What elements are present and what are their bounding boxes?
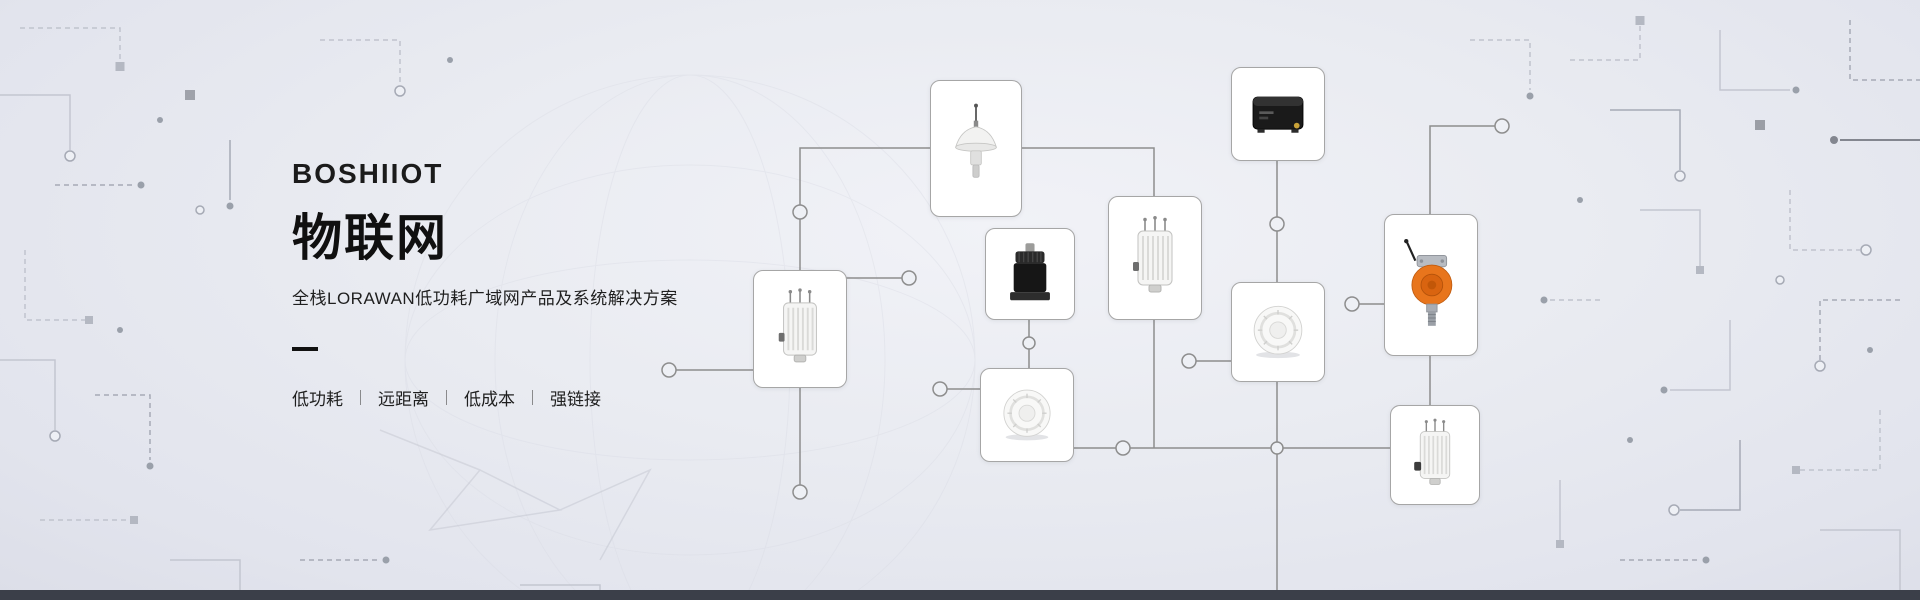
smoke-detector-icon <box>1003 389 1051 441</box>
hero-subtitle: 全栈LORAWAN低功耗广域网产品及系统解决方案 <box>292 289 678 308</box>
mesh-lines <box>379 429 652 561</box>
brand-name: BOSHIIOT <box>292 158 444 189</box>
feature-separator: ｜ <box>353 390 369 407</box>
hero-text-block: BOSHIIOT 物联网 全栈LORAWAN低功耗广域网产品及系统解决方案 低功… <box>292 158 678 410</box>
outdoor-gateway-icon <box>1414 418 1451 485</box>
page-title: 物联网 <box>292 210 448 266</box>
feature-strong-link: 强链接 <box>550 390 602 409</box>
product-card-smoke-right <box>1231 282 1325 382</box>
feature-list: 低功耗 ｜ 远距离 ｜ 低成本 ｜ 强链接 <box>292 385 678 410</box>
feature-low-cost: 低成本 <box>464 390 516 409</box>
circuit-traces-right <box>1470 16 1920 590</box>
product-card-sensor-cone <box>930 80 1022 217</box>
black-box-gateway-icon <box>1252 96 1304 133</box>
product-card-sensor-cylinder <box>985 228 1075 320</box>
feature-low-power: 低功耗 <box>292 390 343 409</box>
product-card-gateway-left <box>753 270 847 388</box>
orange-explosion-proof-sensor-icon <box>1404 238 1453 326</box>
bottom-bar <box>0 590 1920 600</box>
outdoor-gateway-icon <box>778 288 817 363</box>
product-card-smoke-center <box>980 368 1074 462</box>
cone-antenna-sensor-icon <box>955 103 997 178</box>
accent-dash <box>292 347 318 351</box>
product-card-gateway-bottom <box>1390 405 1480 505</box>
feature-long-range: 远距离 <box>378 390 430 409</box>
black-cylinder-sensor-icon <box>1010 243 1050 301</box>
product-card-gateway-mid <box>1108 196 1202 320</box>
outdoor-gateway-icon <box>1133 216 1173 293</box>
product-card-sensor-orange <box>1384 214 1478 356</box>
feature-separator: ｜ <box>439 390 455 407</box>
product-card-gateway-box <box>1231 67 1325 161</box>
smoke-detector-icon <box>1253 305 1303 359</box>
feature-separator: ｜ <box>525 390 541 407</box>
